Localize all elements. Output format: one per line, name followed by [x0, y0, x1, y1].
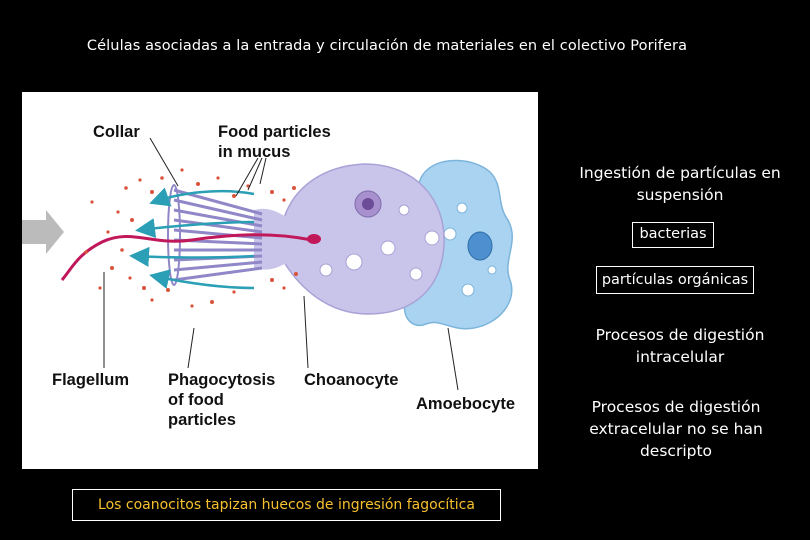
- badge-organic-particles: partículas orgánicas: [596, 266, 754, 294]
- note-ingestion: Ingestión de partículas en suspensión: [560, 162, 800, 206]
- choanocyte-diagram: Collar Food particles in mucus Flagellum…: [22, 92, 538, 469]
- label-choanocyte: Choanocyte: [304, 370, 398, 390]
- label-food-particles: Food particles in mucus: [218, 122, 331, 162]
- amoebocyte-nucleus: [468, 232, 492, 260]
- label-collar: Collar: [93, 122, 140, 142]
- note-extracellular: Procesos de digestión extracelular no se…: [556, 396, 796, 462]
- slide-title: Células asociadas a la entrada y circula…: [0, 38, 774, 54]
- label-amoebocyte: Amoebocyte: [416, 394, 515, 414]
- caption: Los coanocitos tapizan huecos de ingresi…: [72, 489, 501, 521]
- note-intracellular: Procesos de digestión intracelular: [560, 324, 800, 368]
- badge-bacteria: bacterias: [632, 222, 714, 248]
- label-phagocytosis: Phagocytosis of food particles: [168, 370, 275, 430]
- water-inflow-arrow: [22, 210, 64, 254]
- label-flagellum: Flagellum: [52, 370, 129, 390]
